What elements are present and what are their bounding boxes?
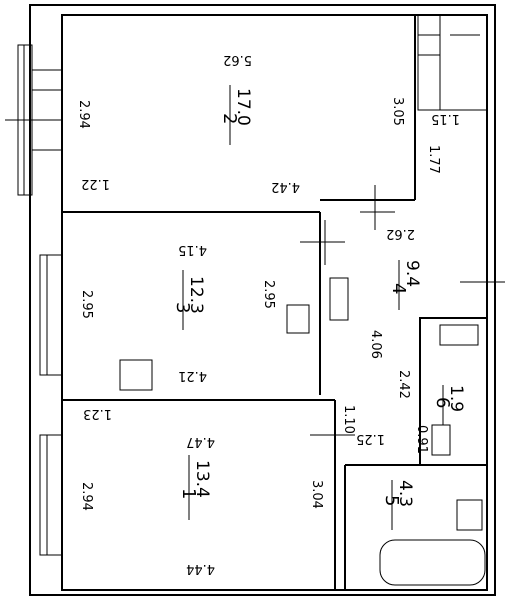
- dim-1-25: 1.25: [356, 431, 385, 446]
- toilet-wc-icon: [431, 424, 451, 456]
- dim-1-10: 1.10: [341, 405, 356, 434]
- radiator-hall: [329, 277, 349, 321]
- window-grid: [32, 69, 62, 151]
- sink-icon: [456, 499, 483, 531]
- radiator-wc: [439, 324, 479, 346]
- room-2-area: 17.0: [233, 88, 253, 126]
- wc-room-wall: [419, 317, 488, 466]
- dim-2-62: 2.62: [386, 226, 415, 241]
- dim-2-95-right: 2.95: [261, 280, 276, 309]
- dim-1-22: 1.22: [81, 176, 110, 191]
- dim-4-44: 4.44: [186, 561, 215, 576]
- dim-4-15: 4.15: [178, 242, 207, 257]
- dim-1-77: 1.77: [426, 145, 441, 174]
- door-markers: [5, 119, 505, 436]
- dim-3-04: 3.04: [309, 480, 324, 509]
- dim-1-15: 1.15: [431, 111, 460, 126]
- dim-2-94-top: 2.94: [76, 100, 91, 129]
- dim-1-23: 1.23: [83, 406, 112, 421]
- room-1-area: 13.4: [192, 460, 212, 498]
- window-left-bottom: [39, 434, 63, 556]
- window-left-middle: [39, 254, 63, 376]
- room-6-area: 1.9: [446, 385, 466, 412]
- bathtub-icon: [379, 539, 486, 586]
- dim-2-94-bottom: 2.94: [79, 482, 94, 511]
- stove-icon: [119, 359, 153, 391]
- room-5-area: 4.3: [395, 480, 415, 507]
- dim-0-91: 0.91: [414, 425, 429, 454]
- dim-3-05: 3.05: [390, 97, 405, 126]
- dim-4-42: 4.42: [271, 179, 300, 194]
- dim-2-42: 2.42: [396, 370, 411, 399]
- dim-5-62: 5.62: [223, 52, 252, 67]
- dim-4-47: 4.47: [186, 434, 215, 449]
- kitchen-fixtures: [417, 14, 488, 111]
- room-4-area: 9.4: [402, 260, 422, 287]
- toilet-icon: [286, 304, 310, 334]
- dim-4-21: 4.21: [178, 368, 207, 383]
- dim-2-95-left: 2.95: [79, 290, 94, 319]
- dim-4-06: 4.06: [368, 330, 383, 359]
- room-3-area: 12.3: [186, 276, 206, 314]
